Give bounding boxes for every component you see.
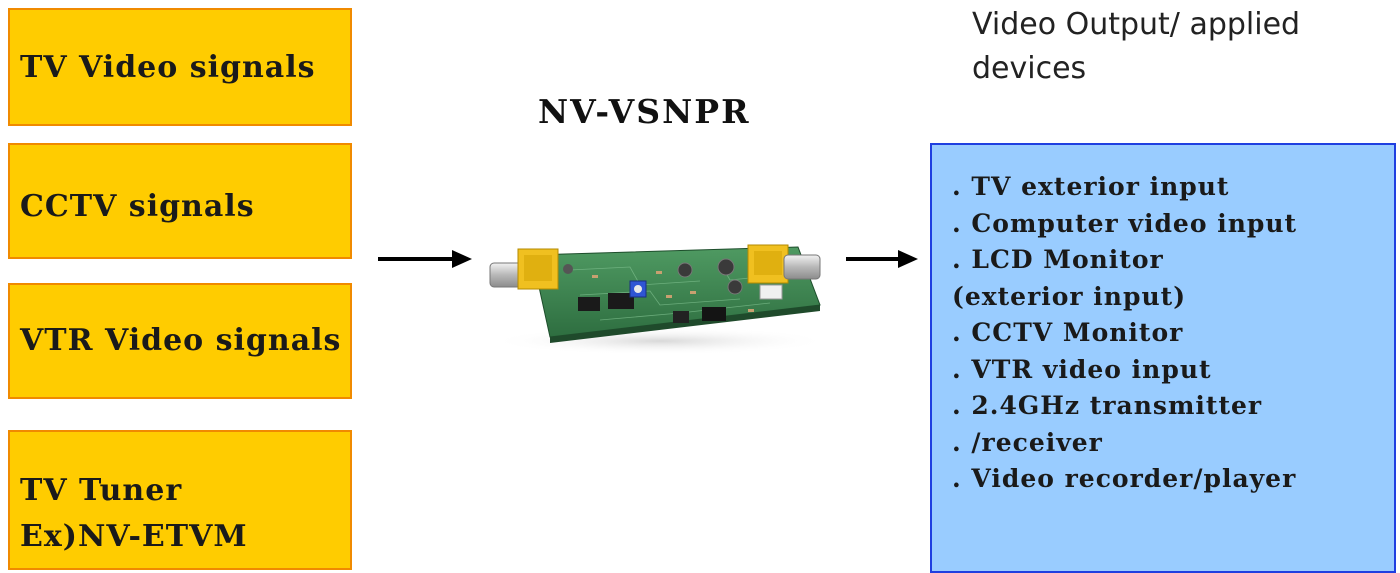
source-box-tv-tuner: TV Tuner Ex)NV-ETVM xyxy=(8,430,352,570)
list-item: . /receiver xyxy=(952,427,1103,457)
output-arrow-icon xyxy=(846,250,918,268)
list-item: . TV exterior input xyxy=(952,172,1230,201)
list-item: . Video recorder/player xyxy=(952,464,1297,493)
source-label: TV Video signals xyxy=(20,50,316,85)
list-item: . LCD Monitor xyxy=(952,245,1164,274)
list-item: . CCTV Monitor xyxy=(952,318,1184,347)
input-arrow-icon xyxy=(378,250,472,268)
circuit-board-image xyxy=(489,244,830,355)
output-title: Video Output/ applied devices xyxy=(972,3,1300,91)
source-label-line: Ex)NV-ETVM xyxy=(20,519,248,554)
list-item: . Computer video input xyxy=(952,208,1298,238)
list-item: (exterior input) xyxy=(952,281,1187,311)
list-item: . 2.4GHz transmitter xyxy=(952,391,1263,420)
output-title-line: Video Output/ applied xyxy=(972,7,1301,42)
output-device-list: . TV exterior input . Computer video inp… xyxy=(952,169,1297,498)
source-box-cctv: CCTV signals xyxy=(8,143,352,259)
source-box-tv-video: TV Video signals xyxy=(8,8,352,126)
list-item: . VTR video input xyxy=(952,354,1212,384)
source-label: VTR Video signals xyxy=(20,323,342,358)
device-title: NV-VSNPR xyxy=(538,92,751,131)
source-label-line: TV Tuner xyxy=(20,473,183,508)
source-label: TV Tuner Ex)NV-ETVM xyxy=(20,468,248,560)
output-title-line: devices xyxy=(972,51,1087,86)
source-label: CCTV signals xyxy=(20,189,255,224)
source-box-vtr-video: VTR Video signals xyxy=(8,283,352,399)
output-devices-box: . TV exterior input . Computer video inp… xyxy=(930,143,1396,573)
